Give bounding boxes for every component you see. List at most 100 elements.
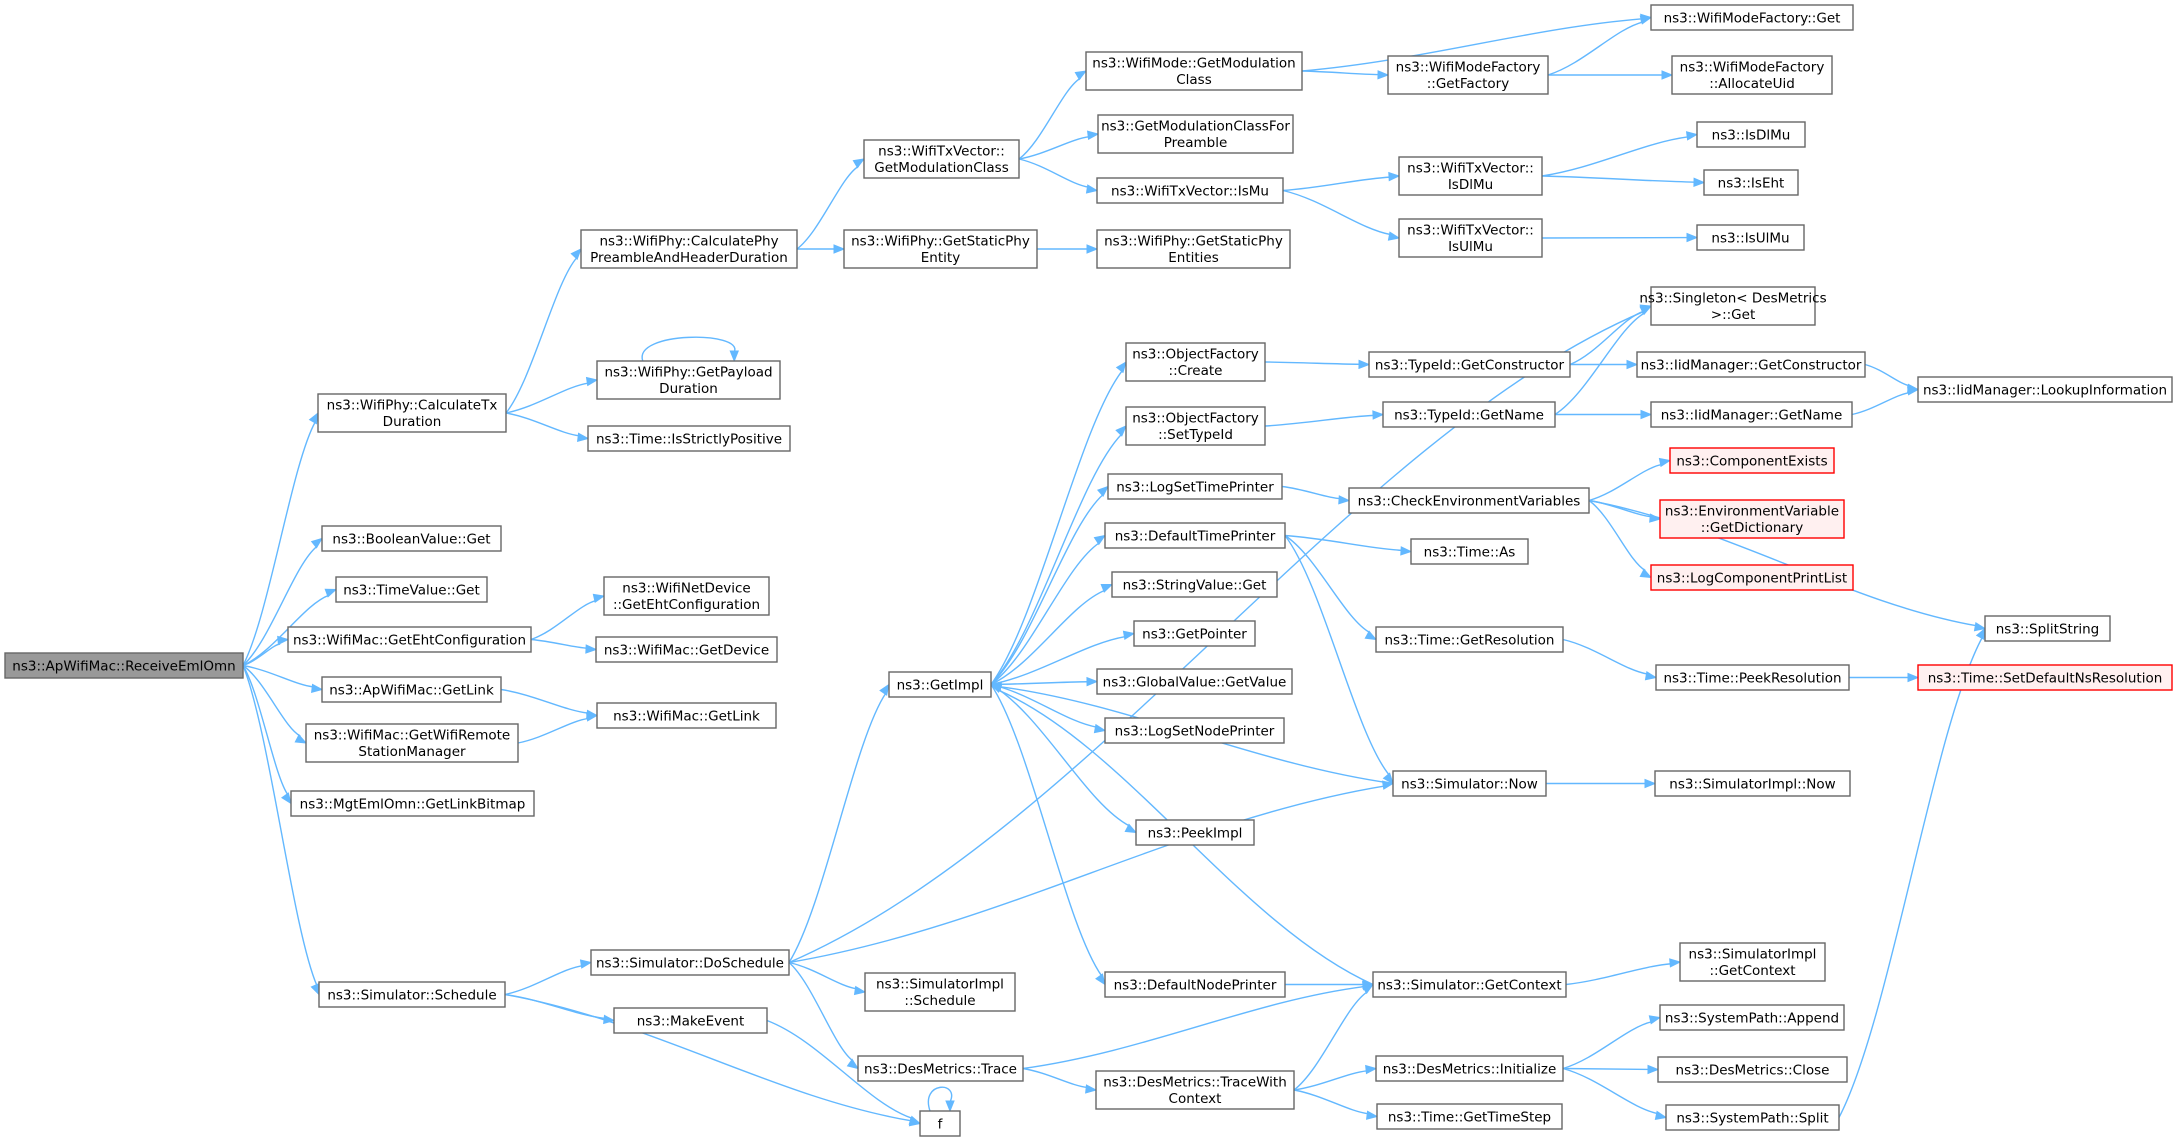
node-peekImpl[interactable]: ns3::PeekImpl <box>1135 819 1255 846</box>
node-getRemote[interactable]: ns3::WifiMac::GetWifiRemoteStationManage… <box>305 723 519 763</box>
edge-logSetTime-to-checkEnv <box>1281 485 1351 505</box>
node-box <box>1984 615 2111 642</box>
node-envDict[interactable]: ns3::EnvironmentVariable::GetDictionary <box>1659 499 1845 539</box>
node-isEht[interactable]: ns3::IsEht <box>1703 169 1799 196</box>
node-spSplit[interactable]: ns3::SystemPath::Split <box>1665 1104 1840 1131</box>
edge-line <box>1851 391 1910 416</box>
node-macGetLink[interactable]: ns3::WifiMac::GetLink <box>596 702 777 729</box>
node-getEhtCfg[interactable]: ns3::WifiMac::GetEhtConfiguration <box>287 626 532 653</box>
node-label: ns3::GetImpl <box>897 677 984 693</box>
node-singleton[interactable]: ns3::Singleton< DesMetrics>::Get <box>1639 286 1827 326</box>
node-netDevEht[interactable]: ns3::WifiNetDevice::GetEhtConfiguration <box>603 576 770 616</box>
node-getContext[interactable]: ns3::Simulator::GetContext <box>1372 971 1567 998</box>
edge-line <box>641 336 736 362</box>
node-txGetMod[interactable]: ns3::WifiTxVector::GetModulationClass <box>863 139 1020 179</box>
node-apGetLink[interactable]: ns3::ApWifiMac::GetLink <box>321 676 502 703</box>
node-getImpl[interactable]: ns3::GetImpl <box>888 671 992 698</box>
node-iidCtor[interactable]: ns3::IidManager::GetConstructor <box>1636 351 1866 378</box>
edge-line <box>990 589 1106 686</box>
node-getFactory[interactable]: ns3::WifiModeFactory::GetFactory <box>1387 55 1549 95</box>
node-logSetNode[interactable]: ns3::LogSetNodePrinter <box>1104 717 1285 744</box>
node-label: ns3::StringValue::Get <box>1123 577 1267 593</box>
node-label: Entities <box>1168 250 1219 266</box>
node-boolGet[interactable]: ns3::BooleanValue::Get <box>321 525 502 552</box>
node-getPointer[interactable]: ns3::GetPointer <box>1133 620 1256 647</box>
node-schedule[interactable]: ns3::Simulator::Schedule <box>318 981 506 1008</box>
node-spAppend[interactable]: ns3::SystemPath::Append <box>1659 1004 1845 1031</box>
edge-line <box>766 1019 913 1120</box>
edge-calcTx-to-calcPre <box>505 248 582 414</box>
node-ofCreate[interactable]: ns3::ObjectFactory::Create <box>1125 342 1266 382</box>
node-strValGet[interactable]: ns3::StringValue::Get <box>1111 571 1278 598</box>
node-modeGetMod[interactable]: ns3::WifiMode::GetModulationClass <box>1085 51 1303 91</box>
node-peekRes[interactable]: ns3::Time::PeekResolution <box>1655 664 1850 691</box>
node-getName[interactable]: ns3::TypeId::GetName <box>1382 401 1556 428</box>
node-getDevice[interactable]: ns3::WifiMac::GetDevice <box>595 636 778 663</box>
edge-line <box>990 369 1124 685</box>
edge-arrowhead <box>1086 676 1099 687</box>
node-root[interactable]: ns3::ApWifiMac::ReceiveEmlOmn <box>4 652 244 679</box>
node-label: Entity <box>921 250 960 266</box>
node-timeStep[interactable]: ns3::Time::GetTimeStep <box>1376 1103 1563 1130</box>
node-label: ns3::Time::As <box>1424 544 1516 560</box>
edge-txIsDl-to-isDlMu <box>1541 131 1699 177</box>
edge-arrowhead <box>1358 359 1371 370</box>
node-box <box>1696 121 1806 148</box>
edge-arrowhead <box>1372 410 1385 420</box>
edge-line <box>505 382 589 414</box>
node-box <box>1659 1004 1845 1031</box>
node-linkBitmap[interactable]: ns3::MgtEmlOmn::GetLinkBitmap <box>290 790 535 817</box>
edge-arrowhead <box>1364 630 1378 641</box>
node-allocUid[interactable]: ns3::WifiModeFactory::AllocateUid <box>1671 55 1833 95</box>
node-ofSetType[interactable]: ns3::ObjectFactory::SetTypeId <box>1125 406 1266 446</box>
edge-arrowhead <box>1387 231 1401 241</box>
node-label: ns3::IsUlMu <box>1711 230 1789 246</box>
node-label: ns3::ObjectFactory <box>1132 411 1259 427</box>
node-getCtor[interactable]: ns3::TypeId::GetConstructor <box>1368 351 1571 378</box>
node-defTime[interactable]: ns3::DefaultTimePrinter <box>1104 522 1286 549</box>
node-label: ::SetTypeId <box>1158 427 1233 443</box>
node-logCompList[interactable]: ns3::LogComponentPrintList <box>1650 564 1854 591</box>
edge-checkEnv-to-logCompList <box>1588 499 1653 579</box>
node-makeEvent[interactable]: ns3::MakeEvent <box>613 1007 768 1034</box>
node-dmTrace[interactable]: ns3::DesMetrics::Trace <box>857 1055 1024 1082</box>
node-globalVal[interactable]: ns3::GlobalValue::GetValue <box>1096 668 1293 695</box>
edge-getImpl-to-defNode <box>990 684 1106 986</box>
node-dmClose[interactable]: ns3::DesMetrics::Close <box>1657 1056 1848 1083</box>
node-lookup[interactable]: ns3::IidManager::LookupInformation <box>1917 376 2173 403</box>
node-defNode[interactable]: ns3::DefaultNodePrinter <box>1104 971 1286 998</box>
node-timeAs[interactable]: ns3::Time::As <box>1410 538 1529 565</box>
node-isDlMu[interactable]: ns3::IsDlMu <box>1696 121 1806 148</box>
node-simNow[interactable]: ns3::Simulator::Now <box>1392 770 1547 797</box>
node-timeValGet[interactable]: ns3::TimeValue::Get <box>335 576 488 603</box>
node-txIsUl[interactable]: ns3::WifiTxVector::IsUlMu <box>1398 218 1543 258</box>
node-compExists[interactable]: ns3::ComponentExists <box>1669 447 1835 474</box>
node-getRes[interactable]: ns3::Time::GetResolution <box>1375 626 1564 653</box>
node-strictPos[interactable]: ns3::Time::IsStrictlyPositive <box>587 425 791 452</box>
node-implCtx[interactable]: ns3::SimulatorImpl::GetContext <box>1679 942 1826 982</box>
node-doSchedule[interactable]: ns3::Simulator::DoSchedule <box>590 949 790 976</box>
node-txIsMu[interactable]: ns3::WifiTxVector::IsMu <box>1096 177 1284 204</box>
node-implSched[interactable]: ns3::SimulatorImpl::Schedule <box>864 972 1016 1012</box>
node-checkEnv[interactable]: ns3::CheckEnvironmentVariables <box>1348 487 1590 514</box>
node-setDefNs[interactable]: ns3::Time::SetDefaultNsResolution <box>1917 664 2173 691</box>
node-mfGet[interactable]: ns3::WifiModeFactory::Get <box>1650 4 1854 31</box>
node-splitString[interactable]: ns3::SplitString <box>1984 615 2111 642</box>
node-f[interactable]: f <box>919 1110 961 1137</box>
edge-arrowhead <box>945 1100 955 1113</box>
edge-calcPre-to-txGetMod <box>796 158 866 250</box>
node-iidName[interactable]: ns3::IidManager::GetName <box>1650 401 1853 428</box>
node-label: Duration <box>383 414 442 430</box>
node-implNow[interactable]: ns3::SimulatorImpl::Now <box>1654 770 1851 797</box>
node-dmInit[interactable]: ns3::DesMetrics::Initialize <box>1375 1055 1564 1082</box>
node-isUlMu[interactable]: ns3::IsUlMu <box>1696 224 1805 251</box>
node-logSetTime[interactable]: ns3::LogSetTimePrinter <box>1107 473 1283 500</box>
node-calcPre[interactable]: ns3::WifiPhy::CalculatePhyPreambleAndHea… <box>580 229 798 269</box>
node-txIsDl[interactable]: ns3::WifiTxVector::IsDlMu <box>1398 156 1543 196</box>
